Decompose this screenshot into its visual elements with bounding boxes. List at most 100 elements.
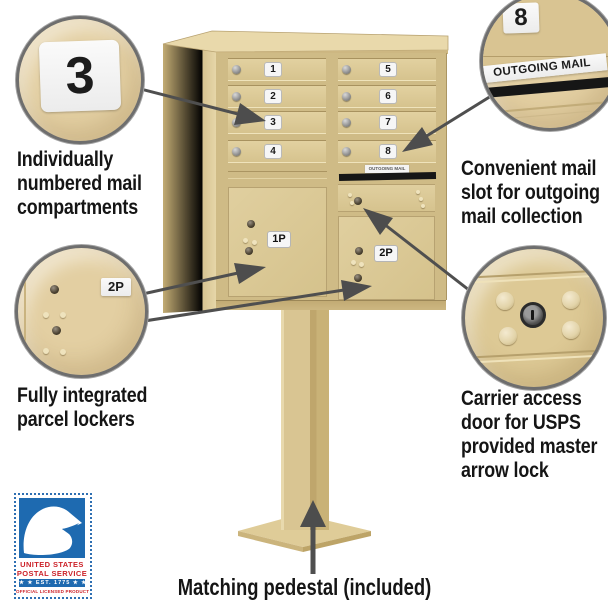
usps-text-line2: POSTAL SERVICE (16, 569, 88, 578)
rivet-button (562, 291, 580, 309)
rivet-dot (43, 348, 49, 354)
door-lock-icon (232, 65, 241, 74)
mail-door-8: 8 (338, 140, 436, 163)
rivet-dot (243, 238, 248, 243)
rivet-button (496, 292, 514, 310)
caption-line: Carrier access (461, 387, 582, 410)
rivet-dot (60, 312, 66, 318)
parcel-locker-2P: 2P (338, 216, 435, 300)
door-seam (24, 270, 26, 360)
parcel-lock-dot (355, 247, 363, 255)
cabinet-top-cap (162, 30, 449, 53)
usps-eagle-field (19, 498, 85, 558)
usps-licensed-stamp: UNITED STATES POSTAL SERVICE ★ ★ EST. 17… (14, 493, 92, 599)
parcel-lock-dot (245, 247, 253, 255)
caption-line: slot for outgoing (461, 181, 600, 204)
door-number-label: 5 (380, 63, 396, 76)
caption-parcel-lockers: Fully integrated parcel lockers (17, 384, 147, 432)
keyway-slot (531, 310, 534, 320)
caption-line: compartments (17, 196, 138, 219)
compartment-number-label: 3 (38, 39, 122, 113)
door-number-label: 3 (265, 116, 281, 129)
usps-eagle-icon (23, 506, 82, 556)
caption-pedestal: Matching pedestal (included) (0, 574, 608, 601)
door-lock-icon (232, 147, 241, 156)
mail-door-3: 3 (228, 111, 326, 134)
parcel-door-label: 1P (268, 232, 290, 247)
rivet-button (562, 321, 580, 339)
pedestal-base-edge-right (303, 531, 371, 552)
caption-line: Fully integrated (17, 384, 148, 407)
caption-numbered-compartments: Individually numbered mail compartments (17, 148, 142, 220)
door-lock-icon (342, 92, 351, 101)
rivet-button (499, 327, 517, 345)
parcel-lock-dot (354, 274, 362, 282)
mail-door-4: 4 (228, 140, 326, 163)
cabinet-base-strip (216, 300, 446, 310)
parcel-lock-dot (247, 220, 255, 228)
cabinet-side-panel (163, 44, 216, 313)
caption-line: Matching pedestal (included) (177, 574, 431, 600)
mail-door-2: 2 (228, 85, 326, 108)
caption-carrier-access: Carrier access door for USPS provided ma… (461, 387, 598, 483)
caption-line: door for USPS (461, 411, 581, 434)
arrow-lock-dot (354, 197, 362, 205)
parcel-locker-1P: 1P (228, 187, 327, 297)
callout-outgoing-mail: 8 OUTGOING MAIL (480, 0, 608, 131)
door-number-label: 4 (265, 145, 281, 158)
caption-line: parcel lockers (17, 408, 135, 431)
outgoing-mail-slot-label: OUTGOING MAIL (365, 165, 409, 173)
parcel-lock-dot (52, 326, 61, 335)
callout-carrier-access (462, 246, 606, 390)
door-seam (483, 56, 608, 57)
door-lock-icon (232, 118, 241, 127)
rivet-dot (421, 204, 425, 208)
mail-door-7: 7 (338, 111, 436, 134)
rivet-dot (252, 240, 257, 245)
door-number-label: 8 (380, 145, 396, 158)
callout-numbered-compartment: 3 (16, 16, 144, 144)
door-number-label: 2 (265, 90, 281, 103)
carrier-access-panel (338, 184, 435, 212)
arrow-lock-icon (520, 302, 546, 328)
trim-line (483, 107, 608, 122)
door-lock-icon (342, 118, 351, 127)
frame-seam (228, 171, 327, 172)
caption-line: Convenient mail (461, 157, 597, 180)
rivet-dot (60, 349, 66, 355)
caption-outgoing-mail: Convenient mail slot for outgoing mail c… (461, 157, 600, 229)
door-lock-icon (342, 147, 351, 156)
door-number-label: 1 (265, 63, 281, 76)
door-lock-icon (342, 65, 351, 74)
parcel-lock-dot (50, 285, 59, 294)
frame-seam (228, 178, 327, 179)
caption-line: provided master (461, 435, 598, 458)
door-number-label: 7 (380, 116, 396, 129)
rivet-dot (359, 262, 364, 267)
rivet-dot (350, 201, 354, 205)
usps-text-line1: UNITED STATES (20, 560, 84, 569)
parcel-door-label: 2P (375, 246, 397, 261)
mail-door-5: 5 (338, 58, 436, 81)
rivet-dot (348, 193, 352, 197)
rivet-dot (351, 260, 356, 265)
callout-parcel-locker: 2P (15, 245, 148, 378)
caption-line: arrow lock (461, 459, 549, 482)
pedestal-post (281, 305, 329, 530)
trim-line (483, 99, 608, 115)
pedestal-base-edge-left (238, 531, 303, 552)
caption-line: numbered mail (17, 172, 142, 195)
caption-line: mail collection (461, 205, 583, 228)
mail-door-6: 6 (338, 85, 436, 108)
door-number-label: 6 (380, 90, 396, 103)
usps-footer-text: OFFICIAL LICENSED PRODUCT (16, 589, 90, 594)
door-number-8-label: 8 (502, 2, 540, 34)
parcel-label-2P: 2P (101, 278, 131, 296)
rivet-dot (419, 197, 423, 201)
rivet-dot (43, 312, 49, 318)
rivet-dot (416, 190, 420, 194)
usps-est-banner: ★ ★ EST. 1775 ★ ★ (19, 579, 88, 587)
door-lock-icon (232, 92, 241, 101)
caption-line: Individually (17, 148, 114, 171)
